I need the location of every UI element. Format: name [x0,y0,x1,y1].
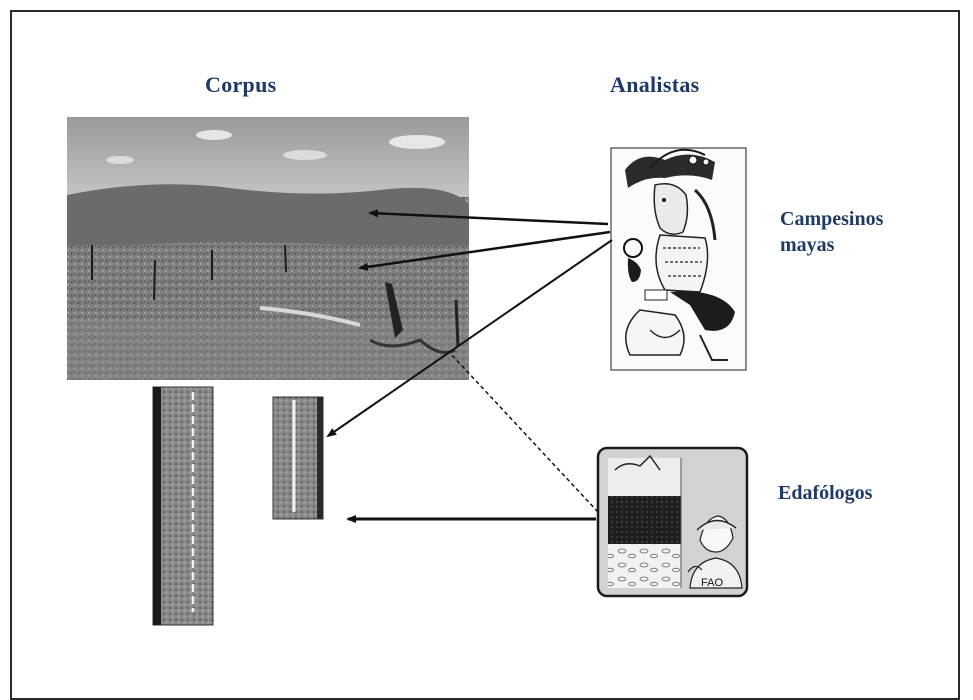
arrow-farmer-to-landscape-2 [358,230,611,271]
dashed-link-scientist-to-landscape [449,352,599,513]
arrow-farmer-to-landscape-1 [368,209,609,226]
maya-farmers-label-line1: Campesinos [780,208,884,230]
analysts-heading: Analistas [610,72,700,97]
landscape-photo [67,117,469,380]
soil-profile-tall [152,386,214,626]
soil-profile-short [272,396,324,520]
arrow-farmer-to-soil-profile [326,239,613,438]
maya-farmers-label-line2: mayas [780,234,835,256]
fao-text: FAO [701,577,723,589]
maya-farmers-label: Campesinos mayas [780,206,883,258]
soil-scientist-icon: FAO [596,446,749,598]
soil-scientists-label: Edafólogos [778,482,873,504]
maya-farmer-icon [610,147,747,371]
corpus-heading: Corpus [205,72,277,97]
